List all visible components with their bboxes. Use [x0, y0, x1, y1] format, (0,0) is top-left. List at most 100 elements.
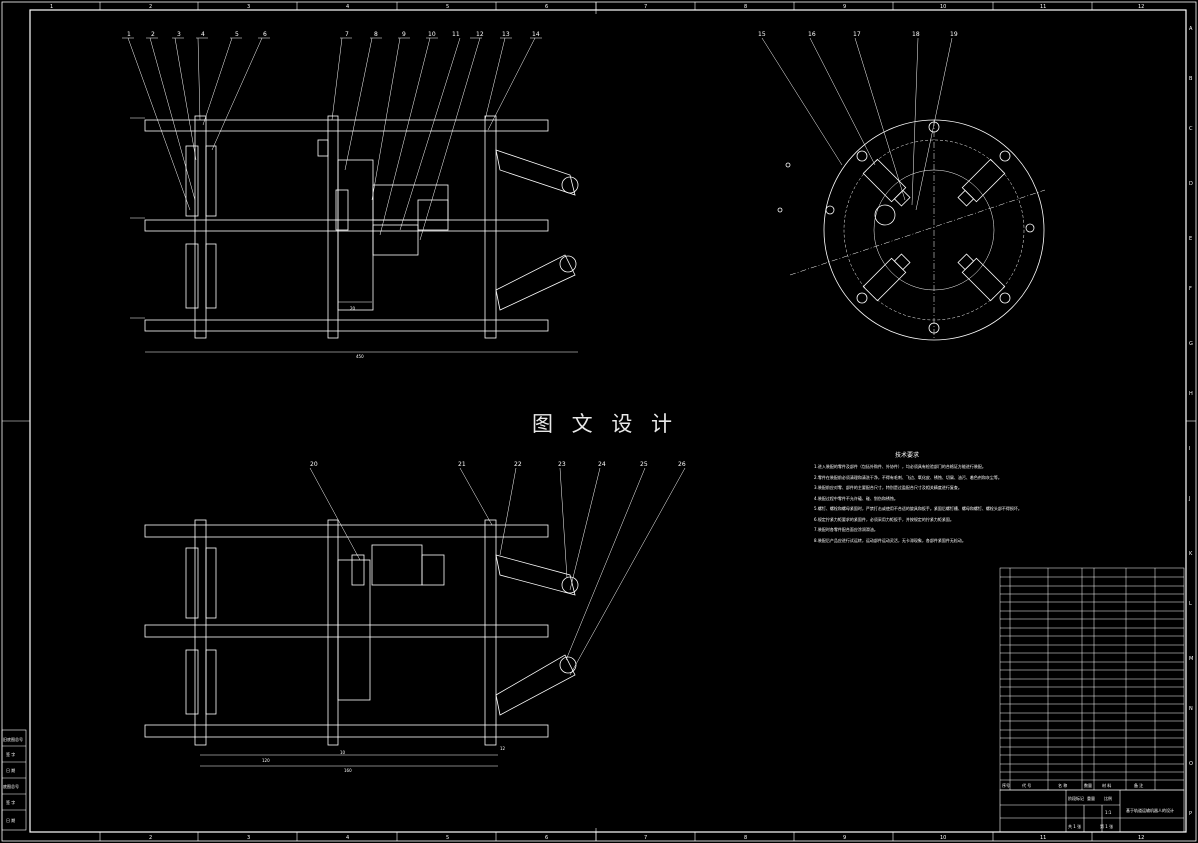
- col-label: 7: [644, 835, 647, 841]
- technical-note: 6.规定拧紧力矩要求的紧固件，必须采用力矩扳手，并按规定的拧紧力矩紧固。: [814, 516, 954, 522]
- part-number: 5: [235, 31, 239, 38]
- col-label: 7: [644, 4, 647, 10]
- sheet-number: 第 1 张: [1100, 823, 1113, 829]
- col-label: 11: [1040, 835, 1046, 841]
- part-number: 6: [263, 31, 267, 38]
- col-label: 8: [744, 835, 747, 841]
- technical-note: 5.螺钉、螺栓和螺母紧固时，严禁打击或使用不合适的旋具和扳手。紧固后螺钉槽、螺母…: [814, 506, 1022, 511]
- part-number: 26: [678, 461, 686, 468]
- part-number: 8: [374, 31, 378, 38]
- frame-post: [327, 115, 339, 339]
- technical-requirements-title: 技术要求: [895, 452, 920, 459]
- part-number: 11: [452, 31, 460, 38]
- col-label: 8: [744, 4, 747, 10]
- row-label: O: [1189, 761, 1193, 767]
- row-label: B: [1189, 76, 1193, 82]
- col-label: 5: [446, 835, 449, 841]
- stamp-cell: 底图总号: [3, 783, 19, 789]
- part-number: 19: [950, 31, 958, 38]
- row-label: L: [1189, 601, 1192, 607]
- frame-post: [484, 115, 497, 339]
- bom-col-header: 代 号: [1022, 782, 1031, 788]
- col-label: 1: [50, 4, 53, 10]
- col-label: 3: [247, 835, 250, 841]
- part-number: 3: [177, 31, 181, 38]
- part-number: 7: [345, 31, 349, 38]
- dimension: 450: [356, 354, 364, 359]
- sheet-count: 共 1 张: [1068, 823, 1081, 829]
- technical-note: 3.装配前应对零、部件的主要配合尺寸，特别是过盈配合尺寸及相关精度进行复查。: [814, 485, 962, 490]
- col-label: 9: [843, 4, 846, 10]
- rail: [144, 524, 549, 538]
- part-number: 18: [912, 31, 920, 38]
- part-number: 25: [640, 461, 648, 468]
- bottom-view: [144, 467, 686, 767]
- col-label: 10: [940, 835, 946, 841]
- row-label: E: [1189, 236, 1192, 242]
- part-number: 16: [808, 31, 816, 38]
- col-label: 5: [446, 4, 449, 10]
- col-label: 4: [346, 835, 349, 841]
- arm: [495, 149, 576, 196]
- part-number: 23: [558, 461, 566, 468]
- row-labels-right: A B C D E F G H I J K L M N O P: [1188, 26, 1193, 817]
- bom-col-header: 数量: [1084, 782, 1092, 788]
- col-label: 9: [843, 835, 846, 841]
- bottom-view-balloons: 20 21 22 23 24 25 26: [310, 461, 686, 468]
- top-view-dimensions: 20 450: [350, 306, 364, 359]
- row-label: I: [1189, 446, 1190, 452]
- title-block-text: 基于轨道运输机器人的设计 阶段标记 重量 比例 1:1 共 1 张 第 1 张: [1068, 795, 1174, 829]
- stamp-cell: 签 字: [6, 799, 15, 805]
- left-stamp-text: 旧底图总号 签 字 日 期 底图总号 签 字 日 期: [3, 736, 23, 823]
- arm: [495, 654, 576, 716]
- top-view-leaders: [122, 37, 542, 241]
- technical-note: 7.装配时各零件配合面应涂润滑油。: [814, 527, 878, 532]
- row-label: H: [1189, 391, 1193, 397]
- round-view-balloons: 15 16 17 18 19: [758, 31, 958, 38]
- stamp-cell: 旧底图总号: [3, 736, 23, 742]
- col-label: 6: [545, 835, 548, 841]
- rail: [144, 724, 549, 738]
- round-view: [761, 37, 1046, 341]
- row-label: D: [1189, 181, 1193, 187]
- row-label: J: [1188, 496, 1190, 502]
- part-number: 22: [514, 461, 522, 468]
- part-number: 2: [151, 31, 155, 38]
- row-label: P: [1189, 811, 1192, 817]
- technical-requirements-list: 1.进入装配的零件及部件（包括外购件、外协件），均必须具有检验部门的合格证方能进…: [814, 462, 1044, 546]
- scale-label: 重量: [1087, 795, 1095, 801]
- scale-value: 1:1: [1105, 810, 1112, 815]
- col-label: 4: [346, 4, 349, 10]
- rail: [144, 219, 549, 232]
- frame-post: [194, 519, 207, 746]
- technical-note: 2.零件在装配前必须清理和清洗干净，不得有毛刺、飞边、氧化皮、锈蚀、切屑、油污、…: [814, 474, 1002, 480]
- row-label: K: [1189, 551, 1193, 557]
- technical-note: 1.进入装配的零件及部件（包括外购件、外协件），均必须具有检验部门的合格证方能进…: [814, 464, 986, 469]
- technical-note: 4.装配过程中零件不允许磕、碰、划伤和锈蚀。: [814, 495, 898, 501]
- bom-col-header: 序号: [1002, 782, 1010, 788]
- title-block: [999, 789, 1185, 833]
- part-number: 20: [310, 461, 318, 468]
- bom-header: 序号 代 号 名 称 数量 材 料 备 注: [1002, 782, 1143, 788]
- bom-col-header: 材 料: [1102, 782, 1111, 788]
- stamp-cell: 签 字: [6, 751, 15, 757]
- watermark: 图 文 设 计: [531, 412, 679, 436]
- col-label: 10: [940, 4, 946, 10]
- rail: [144, 624, 549, 638]
- col-labels-top: 1 2 3 4 5 6 7 8 9 10 11 12: [50, 4, 1144, 10]
- part-number: 15: [758, 31, 766, 38]
- rail: [144, 319, 549, 332]
- bom-col-header: 备 注: [1134, 782, 1143, 788]
- frame-post: [327, 519, 339, 746]
- col-label: 12: [1138, 4, 1144, 10]
- col-label: 3: [247, 4, 250, 10]
- arm: [495, 254, 576, 311]
- stamp-cell: 日 期: [6, 817, 15, 823]
- row-label: A: [1189, 26, 1193, 32]
- col-labels-bottom: 2 3 4 5 6 7 8 9 10 11 12: [149, 835, 1144, 841]
- part-number: 21: [458, 461, 466, 468]
- top-view-balloons: 1 2 3 4 5 6 7 8 9 10 11 12 13 14: [127, 31, 540, 38]
- scale-label: 比例: [1104, 795, 1112, 801]
